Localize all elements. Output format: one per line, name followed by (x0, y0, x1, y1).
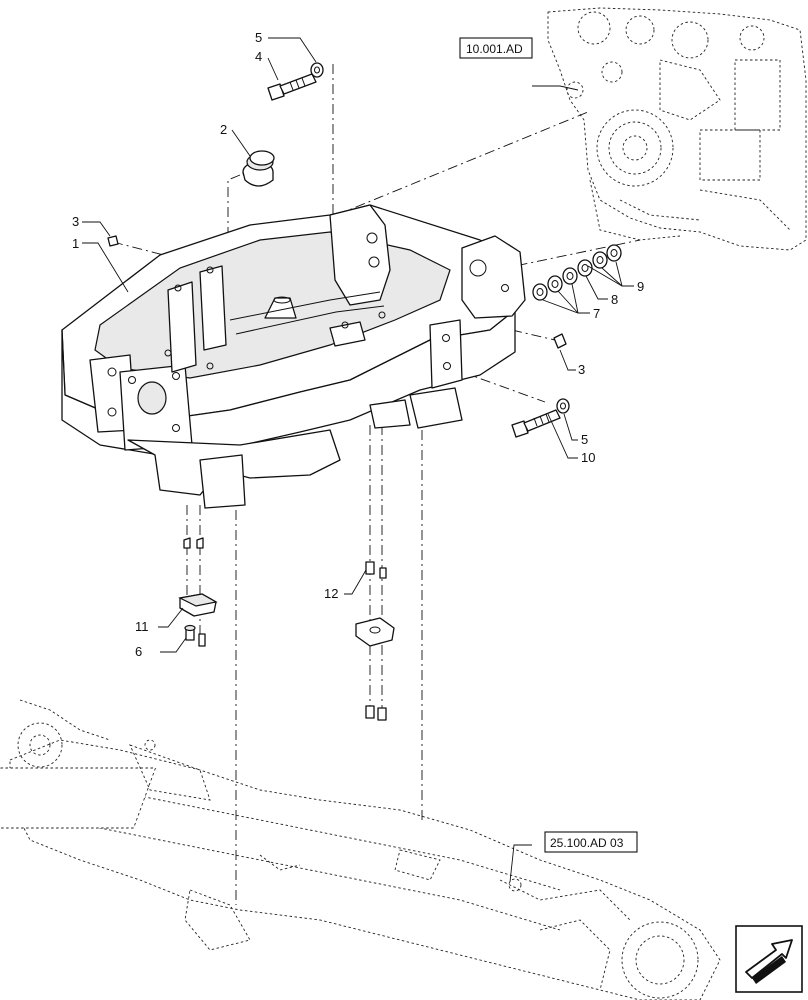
callout-3-right: 3 (578, 362, 585, 377)
callout-7: 8 (611, 292, 618, 307)
pin-right (553, 333, 567, 349)
reference-axle[interactable]: 25.100.AD 03 (544, 831, 638, 853)
left-lower-hardware (178, 537, 218, 647)
bushing (242, 150, 275, 187)
leader-lines (82, 37, 634, 883)
callout-12: 12 (324, 586, 338, 601)
arrow-next-icon[interactable] (735, 925, 803, 993)
engine-phantom (547, 7, 807, 251)
callout-3-left: 3 (72, 214, 79, 229)
callout-11: 6 (135, 644, 142, 659)
callout-8: 9 (637, 279, 644, 294)
callout-9: 10 (581, 450, 595, 465)
callout-5-top: 5 (255, 30, 262, 45)
reference-axle-label: 25.100.AD 03 (550, 836, 624, 850)
front-support-frame (61, 204, 526, 509)
callout-labels: 5 4 2 3 1 9 8 7 3 5 10 12 11 6 (72, 30, 644, 659)
bolt-top (267, 62, 324, 101)
right-lower-hardware (355, 561, 395, 721)
callout-1: 1 (72, 236, 79, 251)
pin-left (107, 235, 119, 247)
reference-engine-label: 10.001.AD (466, 42, 523, 56)
callout-4: 4 (255, 49, 262, 64)
callout-5-right: 5 (581, 432, 588, 447)
shim-stack (532, 244, 622, 301)
axle-phantom (0, 699, 721, 1000)
callout-2: 2 (220, 122, 227, 137)
reference-engine[interactable]: 10.001.AD (459, 37, 533, 59)
bolt-right (511, 398, 570, 438)
callout-6: 7 (593, 306, 600, 321)
callout-10: 11 (135, 619, 149, 634)
